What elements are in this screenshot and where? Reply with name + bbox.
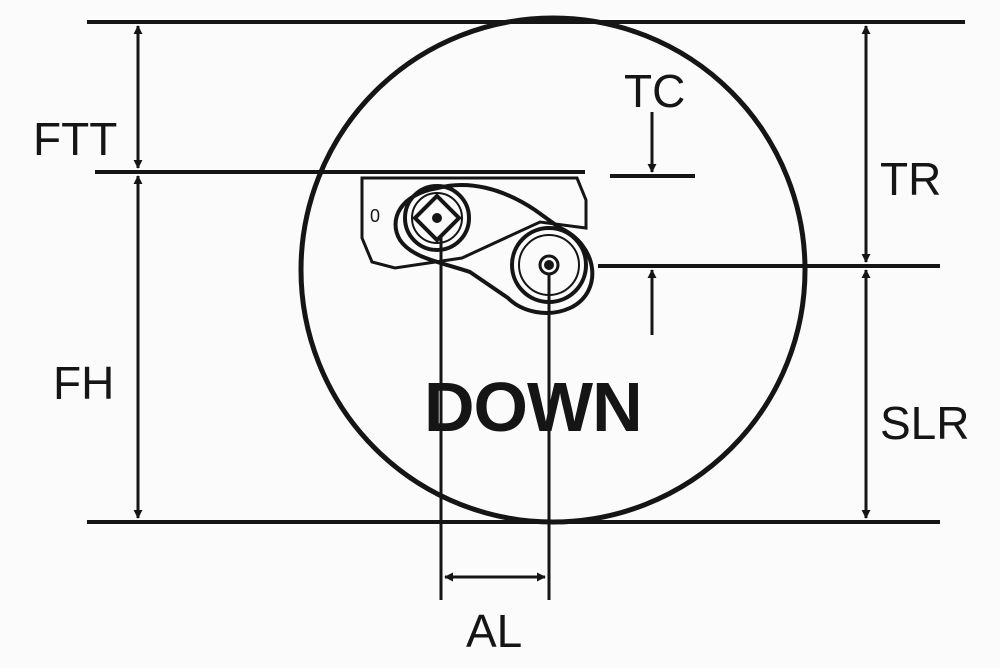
- slr-label: SLR: [880, 397, 970, 449]
- fh-label: FH: [53, 357, 115, 409]
- tc-label: TC: [624, 65, 686, 117]
- al-label: AL: [466, 605, 523, 657]
- pivot-center-dot: [544, 260, 554, 270]
- bar-cross-section-circle: [298, 15, 808, 525]
- insert-center-dot: [432, 213, 442, 223]
- insert-mark-label: 0: [370, 206, 381, 226]
- diamond-insert: [412, 193, 462, 243]
- insert-pocket: [403, 184, 471, 252]
- clamp-lever-arm: [393, 182, 595, 315]
- insert-pocket-inner: [411, 192, 463, 244]
- direction-label: DOWN: [424, 368, 643, 446]
- insert-holder-outline: [360, 176, 588, 270]
- ftt-label: FTT: [33, 113, 118, 165]
- tr-label: TR: [880, 153, 942, 205]
- pivot-inner: [538, 254, 560, 276]
